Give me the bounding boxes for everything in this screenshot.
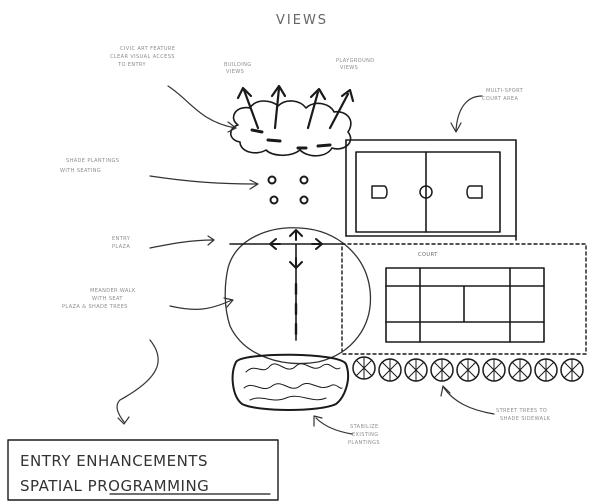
lower-court-area: COURT	[342, 244, 586, 354]
tree-canopy-cloud	[231, 101, 351, 156]
svg-text:PLANTINGS: PLANTINGS	[348, 440, 380, 446]
svg-text:BUILDING: BUILDING	[224, 62, 252, 68]
svg-text:STABILIZE: STABILIZE	[350, 424, 379, 430]
svg-text:SHADE SIDEWALK: SHADE SIDEWALK	[500, 416, 551, 422]
svg-text:PLAZA: PLAZA	[112, 244, 130, 250]
title-line-2: SPATIAL PROGRAMMING	[20, 477, 209, 495]
annotation-title-leader	[117, 340, 158, 424]
annotation-views-a: BUILDING VIEWS	[224, 62, 252, 75]
svg-text:COURT AREA: COURT AREA	[482, 96, 518, 102]
annotation-bottom-right: STREET TREES TO SHADE SIDEWALK	[441, 386, 551, 422]
annotation-left-plantings: SHADE PLANTINGS WITH SEATING	[60, 158, 258, 189]
svg-text:ENTRY: ENTRY	[112, 236, 131, 242]
svg-text:WITH SEATING: WITH SEATING	[60, 168, 101, 174]
svg-text:STREET TREES TO: STREET TREES TO	[496, 408, 547, 414]
street-tree-row	[353, 357, 583, 381]
svg-text:VIEWS: VIEWS	[340, 65, 358, 71]
upper-court-building	[346, 140, 516, 240]
svg-text:VIEWS: VIEWS	[226, 69, 244, 75]
svg-text:MULTI-SPORT: MULTI-SPORT	[486, 88, 524, 94]
svg-text:PLAZA & SHADE TREES: PLAZA & SHADE TREES	[62, 304, 128, 310]
svg-text:CIVIC ART FEATURE: CIVIC ART FEATURE	[120, 46, 175, 52]
svg-text:WITH SEAT: WITH SEAT	[92, 296, 123, 302]
svg-text:SHADE PLANTINGS: SHADE PLANTINGS	[66, 158, 119, 164]
annotation-views-b: PLAYGROUND VIEWS	[336, 58, 375, 71]
svg-text:MEANDER WALK: MEANDER WALK	[90, 288, 136, 294]
annotation-bottom-center: STABILIZE EXISTING PLANTINGS	[314, 416, 380, 446]
title-line-1: ENTRY ENHANCEMENTS	[20, 452, 208, 470]
svg-text:PLAYGROUND: PLAYGROUND	[336, 58, 375, 64]
annotation-left-bottom: MEANDER WALK WITH SEAT PLAZA & SHADE TRE…	[62, 288, 233, 310]
views-heading: VIEWS	[276, 13, 328, 28]
svg-text:EXISTING: EXISTING	[352, 432, 379, 438]
entry-plaza-circle	[225, 228, 370, 364]
annotation-right-court: MULTI-SPORT COURT AREA	[451, 88, 524, 132]
view-arrows	[238, 86, 353, 128]
shade-tree-cluster	[269, 177, 308, 204]
title-block: ENTRY ENHANCEMENTS SPATIAL PROGRAMMING	[8, 440, 278, 500]
annotation-entry-plaza: ENTRY PLAZA	[112, 236, 214, 250]
svg-text:TO ENTRY: TO ENTRY	[117, 62, 146, 68]
annotation-top-left: CIVIC ART FEATURE CLEAR VISUAL ACCESS TO…	[110, 46, 236, 132]
court-label: COURT	[418, 252, 438, 258]
svg-text:CLEAR VISUAL ACCESS: CLEAR VISUAL ACCESS	[110, 54, 175, 60]
